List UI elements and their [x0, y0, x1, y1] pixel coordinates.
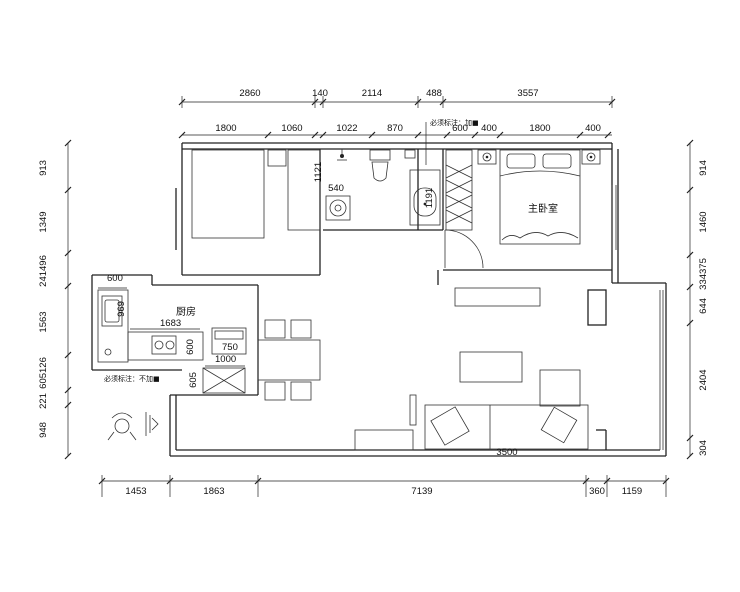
top-dimension-outer: 2860 140 2114 488 3557: [178, 88, 616, 108]
dim-left-605126: 605126: [38, 357, 49, 389]
dim-inner-870: 870: [387, 123, 403, 134]
dim-inner-1800a: 1800: [215, 123, 236, 134]
right-dimension: 914 1460 334375 644 2404 304: [686, 139, 709, 460]
note-no-add: 必须标注：不加■: [104, 374, 160, 383]
dim-inner-1800b: 1800: [529, 123, 550, 134]
dim-left-1563: 1563: [38, 311, 49, 332]
dim-right-1460: 1460: [698, 211, 709, 232]
top-dimension-inner: 1800 1060 1022 870 600 400 1800 400: [178, 123, 612, 139]
dim-1683: 1683: [160, 318, 181, 329]
person-icon: [107, 412, 137, 441]
stove-icon: [151, 335, 177, 355]
chair-2: [290, 319, 312, 339]
kitchen-sink-icon: [101, 295, 123, 327]
dining: [257, 285, 321, 401]
dim-top-140: 140: [312, 88, 328, 99]
dim-bottom-7139: 7139: [411, 486, 432, 497]
entrance: 必须标注：不加■ 605: [104, 367, 246, 441]
counter-lower: [127, 331, 204, 361]
bathroom: 1121 540 1191 必须标注：加■: [313, 118, 479, 226]
dim-left-221: 221: [38, 393, 49, 409]
living-room: 3500: [354, 287, 589, 458]
shelf: [404, 149, 416, 159]
drain-icon: [104, 348, 112, 356]
bedroom-2: [191, 149, 321, 239]
dim-3500: 3500: [496, 447, 517, 458]
shower-icon: [337, 149, 347, 161]
counter: [97, 289, 129, 363]
master-bedroom: 主卧室: [444, 149, 601, 269]
kitchen: 600 969 厨房 1683 600 750 1000: [97, 273, 247, 367]
dim-bottom-1159: 1159: [622, 486, 642, 497]
dim-top-2114: 2114: [362, 88, 382, 99]
dim-left-913: 913: [38, 160, 49, 176]
dim-right-2404: 2404: [698, 369, 709, 390]
chair-4: [290, 381, 312, 401]
double-bed: [499, 149, 581, 245]
dim-540: 540: [328, 183, 344, 194]
dim-left-948: 948: [38, 422, 49, 438]
nightstand-lamp-icon-right: [581, 149, 601, 165]
low-cabinet: [354, 429, 414, 451]
chair-1: [264, 319, 286, 339]
left-dimension: 913 1349 241496 1563 605126 221 948: [38, 139, 72, 460]
chair-3: [264, 381, 286, 401]
dim-inner-400b: 400: [585, 123, 601, 134]
note-add-top: 必须标注：加■: [425, 118, 479, 165]
dim-1121: 1121: [313, 162, 324, 182]
dim-top-3557: 3557: [517, 88, 538, 99]
dim-right-304: 304: [698, 440, 709, 456]
kitchen-label: 厨房: [176, 305, 196, 318]
dim-inner-400a: 400: [481, 123, 497, 134]
dim-600-kitchen: 600: [107, 273, 123, 284]
dim-right-644: 644: [698, 298, 709, 314]
dim-969: 969: [116, 301, 127, 317]
dim-1000: 1000: [215, 354, 236, 365]
partition-wall: [409, 394, 417, 426]
dining-table: [257, 339, 321, 381]
sink-icon: [409, 169, 441, 226]
entry-arrow-icon: [145, 412, 159, 436]
closet: [445, 149, 473, 231]
bed-small: [191, 149, 265, 239]
dim-left-241496: 241496: [38, 255, 49, 287]
dim-inner-600: 600: [452, 123, 468, 134]
dim-605: 605: [188, 372, 199, 388]
dim-bottom-360: 360: [589, 486, 605, 497]
dim-600-stove: 600: [185, 339, 196, 355]
sofa: [424, 369, 589, 450]
dim-right-914: 914: [698, 160, 709, 176]
dim-inner-1022: 1022: [336, 123, 357, 134]
nightstand: [267, 149, 287, 167]
dim-750: 750: [222, 342, 238, 353]
dim-1191: 1191: [424, 188, 435, 208]
dim-bottom-1863: 1863: [203, 486, 224, 497]
dim-top-488: 488: [426, 88, 442, 99]
dim-top-2860: 2860: [239, 88, 260, 99]
dim-right-334375: 334375: [698, 258, 709, 290]
bottom-dimension: 1453 1863 7139 360 1159: [98, 475, 670, 497]
washing-machine-icon: [325, 195, 351, 221]
coffee-table: [459, 351, 523, 383]
dim-left-1349: 1349: [38, 211, 49, 232]
master-bedroom-label: 主卧室: [528, 202, 558, 215]
door-swing: [444, 229, 484, 269]
toilet-icon: [369, 149, 391, 182]
fridge-icon: [211, 327, 247, 355]
dim-inner-1060: 1060: [281, 123, 302, 134]
shoe-cabinet: [202, 367, 246, 394]
dim-bottom-1453: 1453: [125, 486, 146, 497]
nightstand-lamp-icon: [477, 149, 497, 165]
tv-cabinet: [454, 287, 541, 307]
svg-text:必须标注：加■: 必须标注：加■: [430, 118, 479, 127]
wardrobe: [287, 149, 321, 231]
